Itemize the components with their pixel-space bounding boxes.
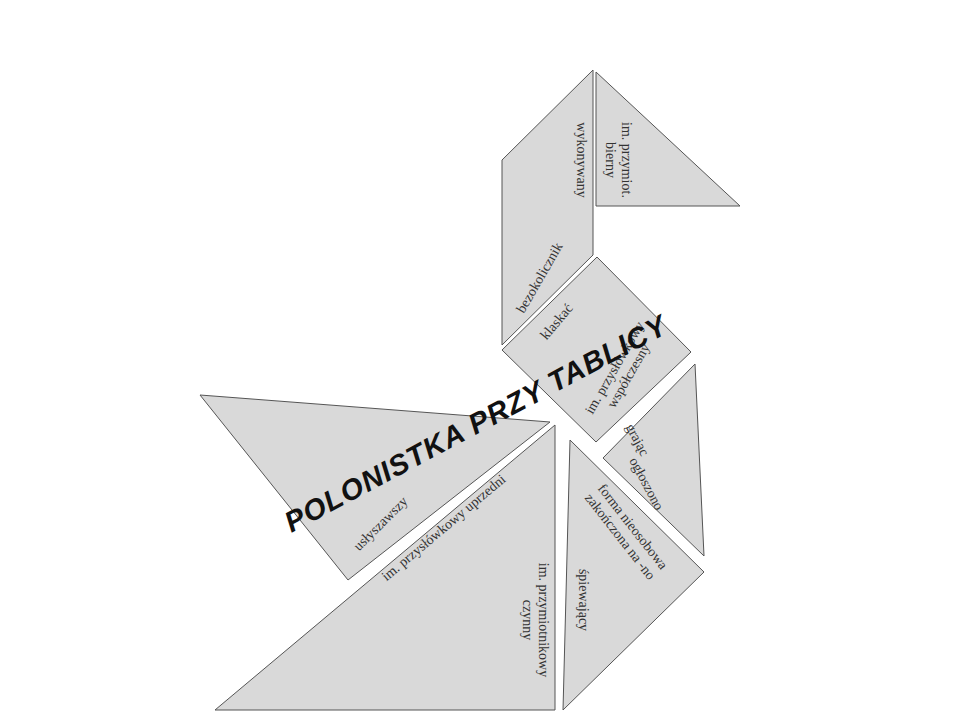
piece-shape — [596, 72, 740, 206]
piece-label: im. przymiot. bierny — [602, 113, 634, 208]
tangram-piece: forma nieosobowa zakończona na -nośpiewa… — [563, 440, 704, 710]
piece-label: im. przymiotnikowy czynny — [519, 553, 551, 688]
tangram-piece: im. przymiot. bierny — [596, 72, 740, 206]
piece-label: wykonywany — [573, 122, 589, 197]
piece-label: śpiewający — [575, 569, 591, 631]
piece-outline — [596, 72, 740, 206]
piece-shape — [563, 440, 704, 710]
